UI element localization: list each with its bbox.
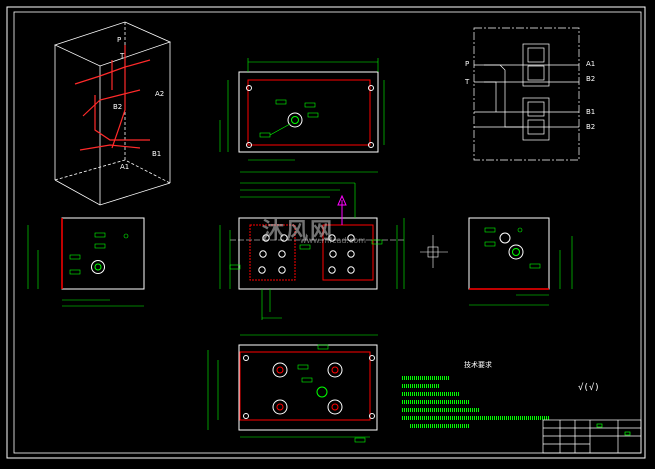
- left-side-view: [61, 217, 145, 290]
- port-label-b2a: B2: [586, 75, 596, 83]
- outer-frame: [6, 6, 646, 459]
- roughness-symbol: √(√): [578, 383, 600, 393]
- bottom-view: [238, 344, 378, 431]
- front-view: [230, 217, 405, 290]
- right-side-dims: [469, 227, 573, 306]
- front-view-dims: [219, 182, 405, 320]
- iso-label-t: T: [120, 52, 125, 60]
- left-side-dims: [27, 225, 144, 307]
- port-label-b1: B1: [586, 108, 596, 116]
- port-label-t: T: [465, 78, 470, 86]
- iso-label-a2: A2: [155, 90, 165, 98]
- iso-label-b1: B1: [152, 150, 162, 158]
- iso-label-a1: A1: [120, 163, 130, 171]
- hydraulic-schematic: [473, 27, 580, 161]
- iso-label-b2: B2: [113, 103, 123, 111]
- tech-requirements-title: 技术要求: [464, 361, 492, 369]
- center-mark: [420, 235, 448, 268]
- top-view-dims: [219, 58, 385, 173]
- pressure-arrowhead: [337, 194, 347, 206]
- watermark-sub: www.mfcad.com: [300, 236, 367, 245]
- front-view-ports: [258, 234, 355, 274]
- isometric-internal-channels: [74, 45, 151, 151]
- title-block: [542, 419, 642, 454]
- tech-requirement-text-lines: [402, 376, 550, 428]
- iso-label-p: P: [117, 36, 122, 44]
- right-side-view: [468, 217, 550, 290]
- watermark-main: 沐风网: [262, 219, 335, 244]
- port-label-a1: A1: [586, 60, 596, 68]
- bottom-view-dims: [207, 334, 378, 443]
- top-view: [238, 71, 379, 153]
- inner-frame: [13, 11, 642, 454]
- port-label-b2b: B2: [586, 123, 596, 131]
- port-label-p: P: [465, 60, 470, 68]
- isometric-view: [53, 21, 172, 206]
